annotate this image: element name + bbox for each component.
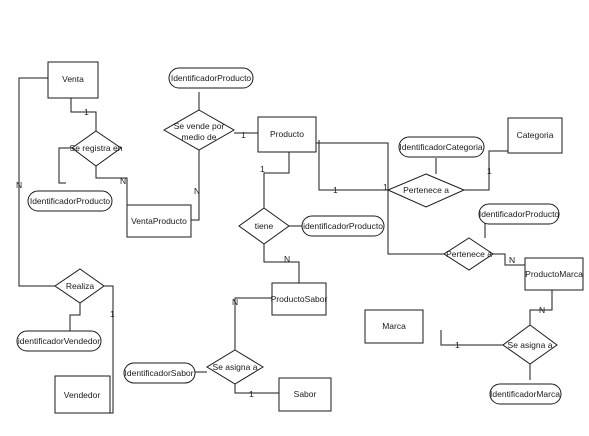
- relationship-label-line1: Se vende por: [174, 121, 225, 131]
- relationship-label: Se asigna a: [213, 362, 258, 372]
- entity-producto-marca[interactable]: ProductoMarca: [524, 257, 584, 291]
- attribute-identificador-producto-top[interactable]: IdentificadorProducto: [168, 67, 254, 89]
- relationship-label: Pertenece a: [446, 249, 492, 259]
- relationship-label: Se asigna a: [508, 340, 553, 350]
- entity-label: Sabor: [294, 389, 317, 399]
- entity-categoria[interactable]: Categoria: [507, 117, 563, 154]
- entity-producto-sabor[interactable]: ProductoSabor: [271, 282, 328, 316]
- attribute-label: IdentificadorProducto: [171, 73, 252, 83]
- cardinality-asigna-productomarca: N: [539, 305, 545, 315]
- cardinality-pertenece-productomarca: N: [509, 255, 515, 265]
- relationship-label: Se registra en: [70, 143, 123, 153]
- entity-label: Categoria: [517, 130, 554, 140]
- cardinality-producto-pertenece-marca: 1: [383, 182, 388, 192]
- cardinality-venta-realiza: N: [16, 180, 22, 190]
- cardinality-tiene-productosabor: N: [284, 254, 290, 264]
- relationship-tiene[interactable]: tiene: [238, 207, 290, 245]
- cardinality-vende-producto: 1: [241, 130, 246, 140]
- attribute-identificador-sabor[interactable]: IdentificadorSabor: [123, 362, 196, 384]
- entity-marca[interactable]: Marca: [364, 309, 424, 344]
- attribute-label: IdentificadorMarca: [490, 389, 560, 399]
- relationship-label: tiene: [255, 221, 274, 231]
- entity-label: Vendedor: [64, 390, 101, 400]
- relationship-se-registra-en[interactable]: Se registra en: [70, 130, 123, 167]
- attribute-label: IdentificadorProducto: [479, 209, 560, 219]
- entity-sabor[interactable]: Sabor: [278, 377, 332, 412]
- relationship-se-asigna-a-sabor[interactable]: Se asigna a: [206, 349, 264, 385]
- cardinality-producto-pertenece: 1: [333, 185, 338, 195]
- entity-label: Venta: [62, 74, 84, 84]
- cardinality-ventaproducto-vende: N: [194, 186, 200, 196]
- cardinality-labels: 1 N N 1 1 1 1 1 N N N 1 N 1 1 N: [16, 107, 545, 399]
- attribute-label: IdentificadorCategoria: [399, 142, 482, 152]
- relationship-pertenece-a-marca[interactable]: Pertenece a: [443, 237, 494, 271]
- cardinality-marca-asigna: 1: [455, 340, 460, 350]
- cardinality-producto-tiene: 1: [260, 164, 265, 174]
- entity-label: Marca: [382, 321, 406, 331]
- attribute-identificador-producto-tiene[interactable]: identificadorProducto: [301, 215, 385, 237]
- cardinality-realiza-vendedor: 1: [110, 309, 115, 319]
- entity-label: ProductoMarca: [525, 269, 583, 279]
- relationship-label: Pertenece a: [403, 185, 449, 195]
- relationship-realiza[interactable]: Realiza: [54, 268, 105, 304]
- entity-venta-producto[interactable]: VentaProducto: [126, 204, 192, 238]
- attribute-identificador-producto-left[interactable]: IdentificadorProducto: [27, 190, 113, 212]
- attribute-identificador-marca[interactable]: IdentificadorMarca: [489, 383, 562, 405]
- cardinality-venta-registra: 1: [84, 107, 89, 117]
- attribute-label: IdentificadorSabor: [125, 368, 194, 378]
- attribute-label: IdentificadorProducto: [30, 196, 111, 206]
- cardinality-asigna-sabor: 1: [249, 389, 254, 399]
- attribute-identificador-vendedor[interactable]: identificadorVendedor: [16, 330, 102, 352]
- relationship-se-vende-por-medio-de[interactable]: Se vende por medio de: [162, 109, 236, 151]
- relationship-pertenece-a-categoria[interactable]: Pertenece a: [386, 173, 466, 208]
- entity-label: Producto: [270, 129, 304, 139]
- entity-venta[interactable]: Venta: [47, 61, 99, 99]
- relationship-se-asigna-a-marca[interactable]: Se asigna a: [502, 324, 558, 365]
- relationship-label: Realiza: [66, 281, 95, 291]
- cardinality-pertenece-categoria: 1: [487, 166, 492, 176]
- relationship-label-line2: medio de: [182, 132, 217, 142]
- attribute-identificador-producto-right[interactable]: IdentificadorProducto: [478, 203, 560, 225]
- entity-label: ProductoSabor: [271, 294, 328, 304]
- attribute-identificador-categoria[interactable]: IdentificadorCategoria: [398, 136, 485, 158]
- entity-producto[interactable]: Producto: [257, 116, 317, 153]
- entity-label: VentaProducto: [131, 216, 187, 226]
- cardinality-productosabor-asigna: N: [232, 297, 238, 307]
- cardinality-registra-ventaproducto: N: [120, 176, 126, 186]
- entity-vendedor[interactable]: Vendedor: [54, 375, 111, 414]
- attribute-label: identificadorProducto: [303, 221, 383, 231]
- attribute-label: identificadorVendedor: [18, 336, 100, 346]
